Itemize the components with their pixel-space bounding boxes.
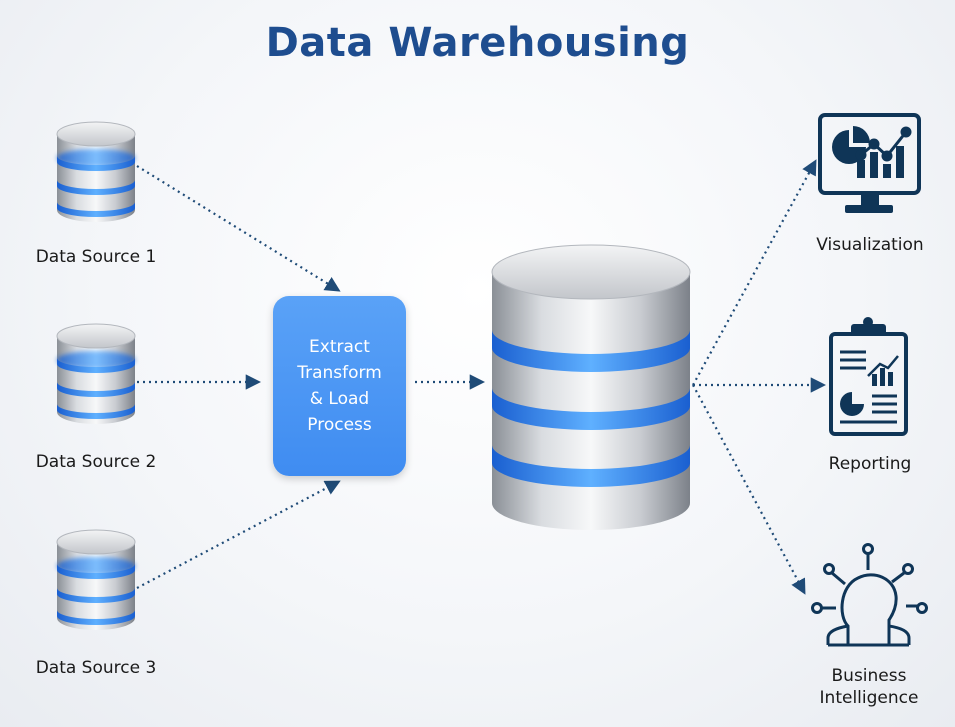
data-warehouse-icon [491, 244, 691, 530]
data-source-1-label: Data Source 1 [35, 247, 157, 267]
etl-process-label: Extract Transform & Load Process [297, 337, 382, 435]
flow-arrow [692, 159, 817, 386]
page-title: Data Warehousing [265, 20, 690, 66]
etl-process-box: Extract Transform & Load Process [273, 296, 406, 476]
flow-arrow [136, 165, 341, 292]
database-icon [57, 530, 135, 630]
reporting-label: Reporting [828, 454, 912, 474]
flow-arrow [136, 480, 341, 589]
database-icon [57, 324, 135, 424]
head-network-icon [811, 543, 928, 647]
flow-arrow [692, 384, 806, 595]
data-source-2-label: Data Source 2 [35, 452, 157, 472]
visualization-label: Visualization [816, 235, 924, 255]
monitor-chart-icon [818, 113, 921, 213]
database-icon [57, 122, 135, 222]
clipboard-report-icon [829, 317, 908, 436]
business-intelligence-label: Business Intelligence [819, 666, 919, 708]
data-source-3-label: Data Source 3 [35, 658, 157, 678]
